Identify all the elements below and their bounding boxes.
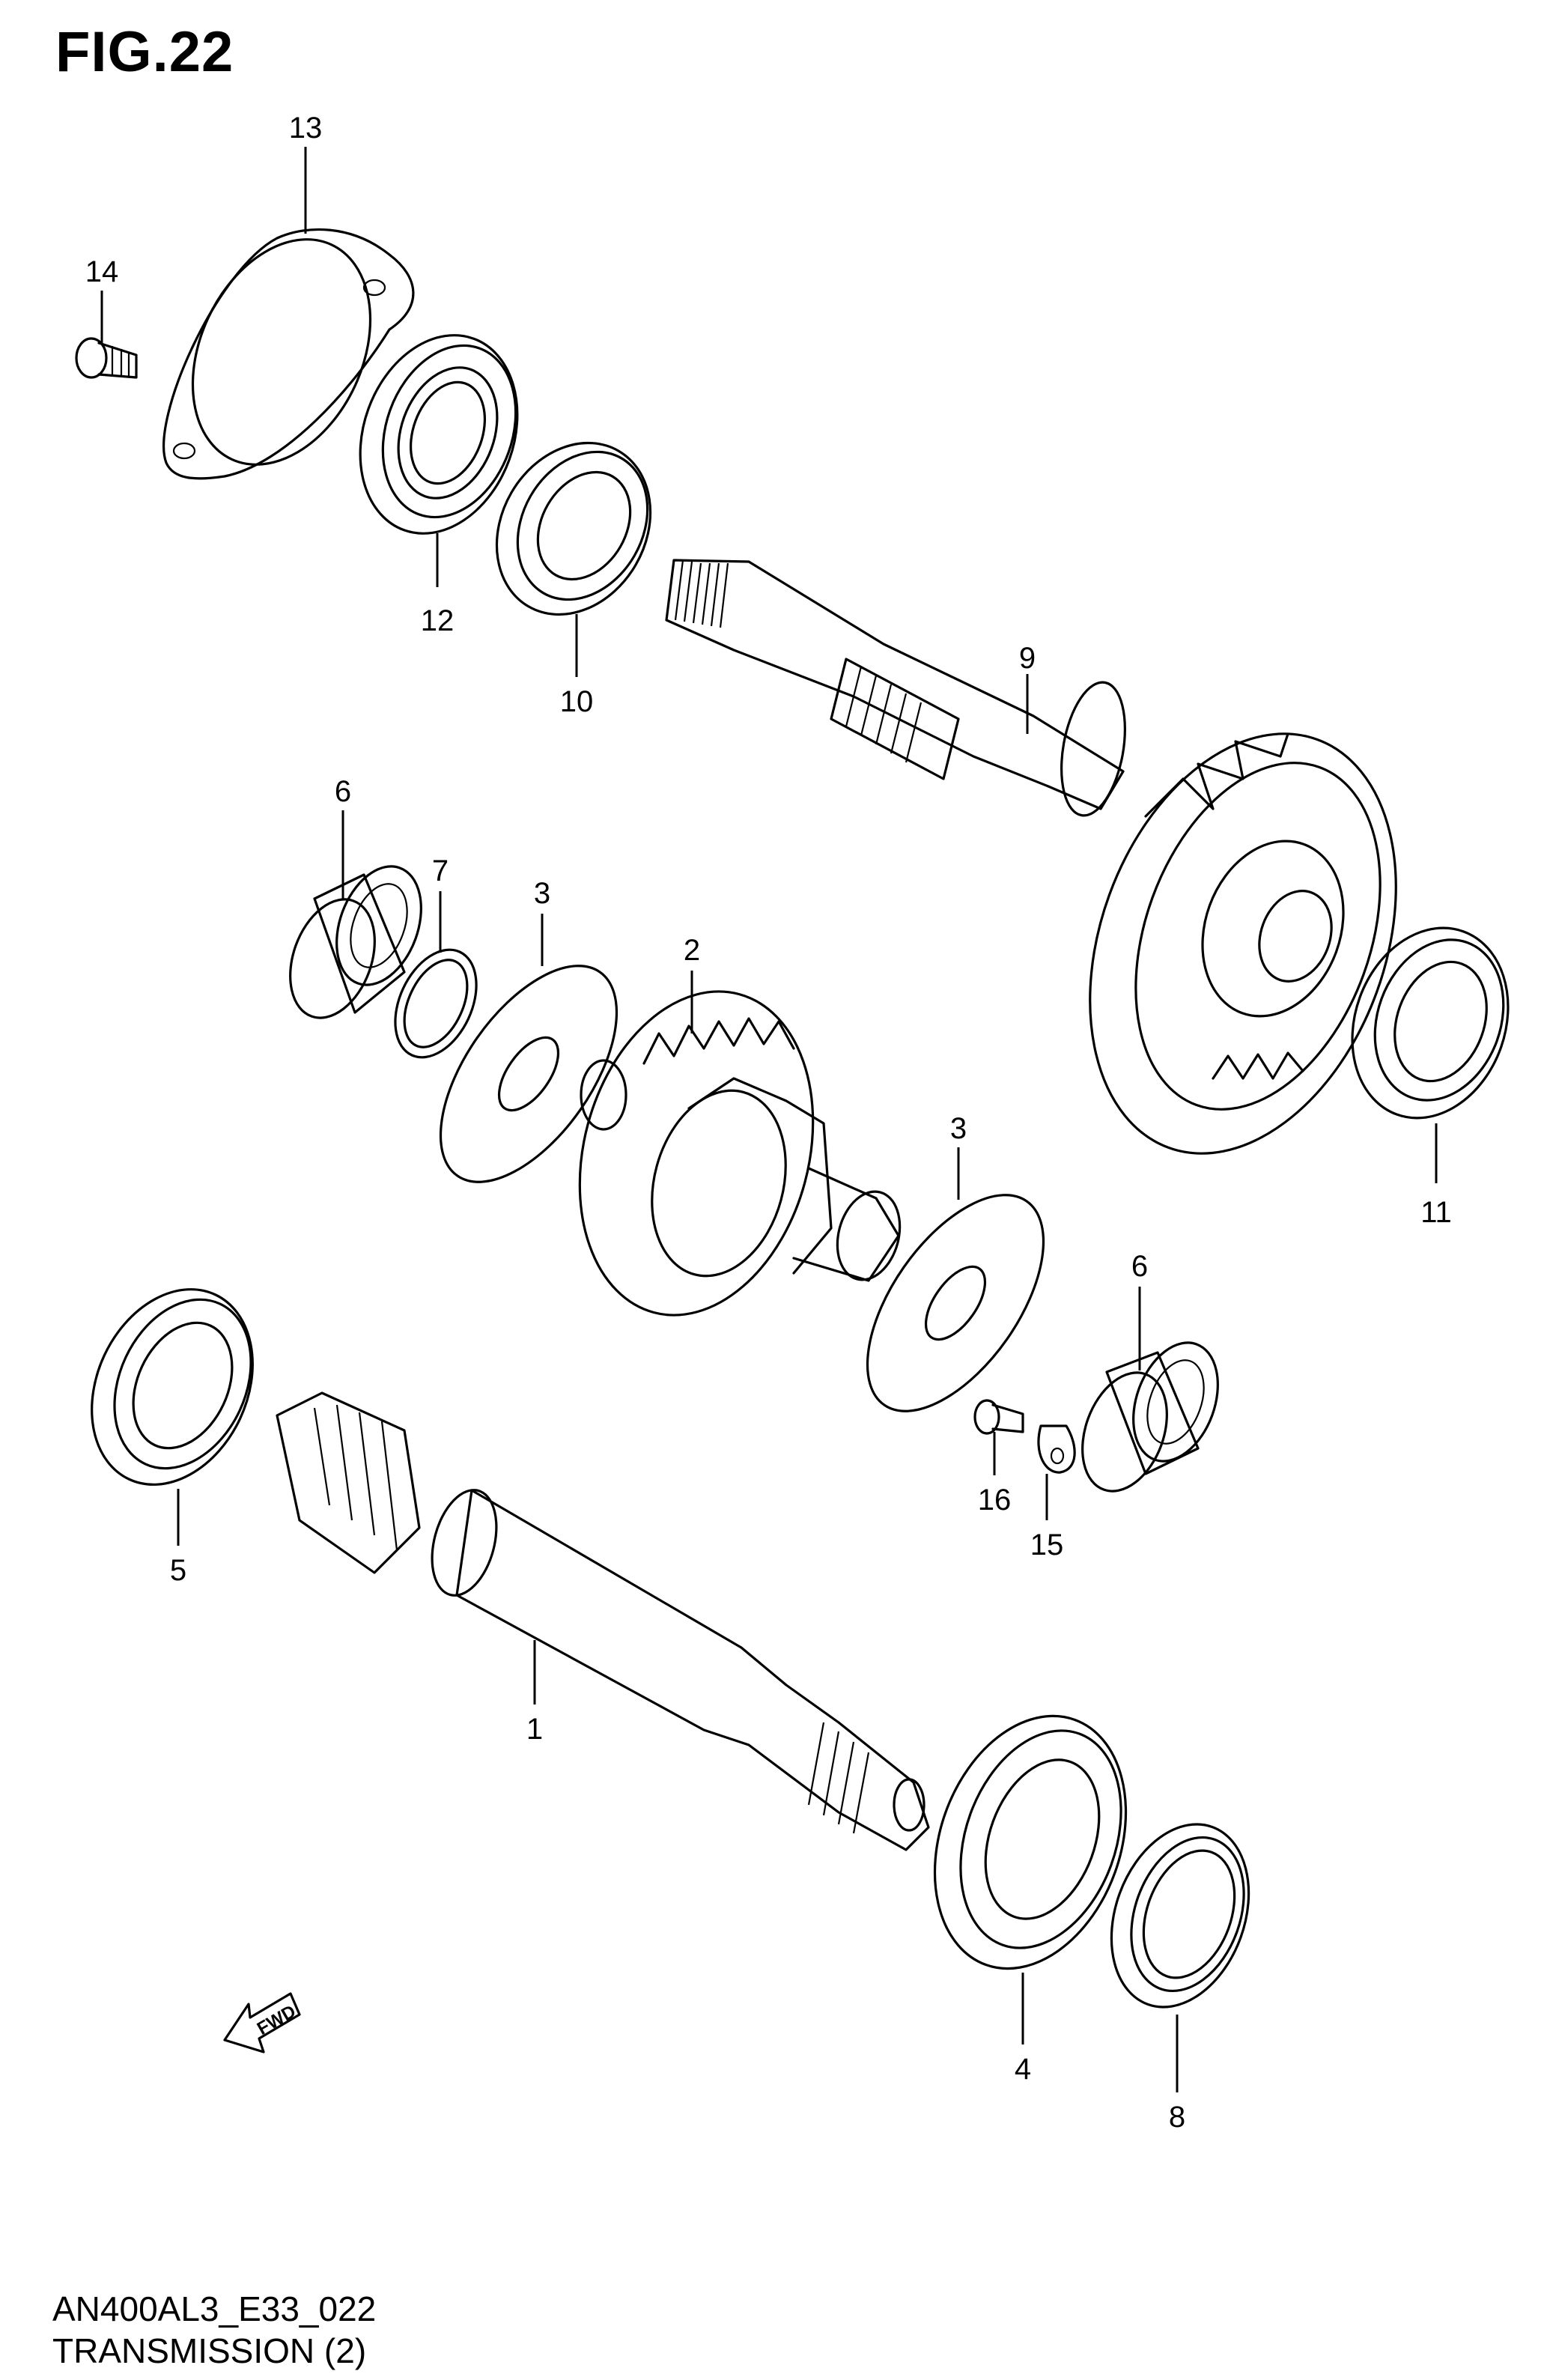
callout-4: 4: [1015, 2053, 1031, 2086]
needle-bearing-6-lower: [1081, 1341, 1219, 1493]
callout-3-lower: 3: [950, 1112, 967, 1145]
callout-5: 5: [170, 1554, 186, 1587]
bearing-12: [359, 334, 519, 535]
callout-1: 1: [526, 1713, 543, 1746]
leader-lines: [100, 147, 1438, 2092]
figure-caption: TRANSMISSION (2): [52, 2331, 367, 2370]
callout-13: 13: [289, 112, 323, 145]
callout-15: 15: [1030, 1529, 1064, 1561]
callout-6-upper: 6: [335, 775, 351, 808]
callout-8: 8: [1169, 2101, 1185, 2134]
callout-2: 2: [684, 934, 700, 967]
forward-arrow-icon: FWD: [223, 1992, 301, 2053]
callout-10: 10: [560, 685, 594, 718]
circlip-7: [394, 948, 478, 1059]
screw-16: [973, 1399, 1024, 1435]
bearing-4: [933, 1714, 1128, 1970]
callout-16: 16: [978, 1484, 1012, 1517]
bearing-5: [91, 1288, 254, 1486]
washer-3-upper: [439, 965, 618, 1183]
bearing-10: [495, 441, 652, 616]
callout-14: 14: [85, 255, 119, 288]
callout-11: 11: [1420, 1196, 1452, 1229]
lock-plate-15: [1037, 1424, 1076, 1474]
shaft-1: [276, 1391, 930, 1851]
gear-2: [578, 990, 902, 1317]
screw-14: [75, 337, 138, 379]
gasket-13: [162, 228, 415, 480]
callout-3-upper: 3: [534, 877, 550, 910]
needle-bearing-6-upper: [289, 865, 422, 1019]
bearing-11: [1351, 926, 1510, 1120]
oil-seal-8: [1110, 1823, 1250, 2009]
washer-3-lower: [866, 1194, 1045, 1412]
figure-title: FIG.22: [55, 20, 234, 84]
callout-labels: 13 14 12 10 9 6 7 3 2 11 3 6 16 15 5 1 4…: [85, 112, 1452, 2134]
callout-6-lower: 6: [1131, 1250, 1148, 1283]
callout-7: 7: [432, 854, 449, 887]
callout-12: 12: [421, 604, 455, 637]
model-code: AN400AL3_E33_022: [52, 2289, 377, 2328]
callout-9: 9: [1019, 642, 1036, 675]
shaft-9: [665, 559, 1397, 1155]
